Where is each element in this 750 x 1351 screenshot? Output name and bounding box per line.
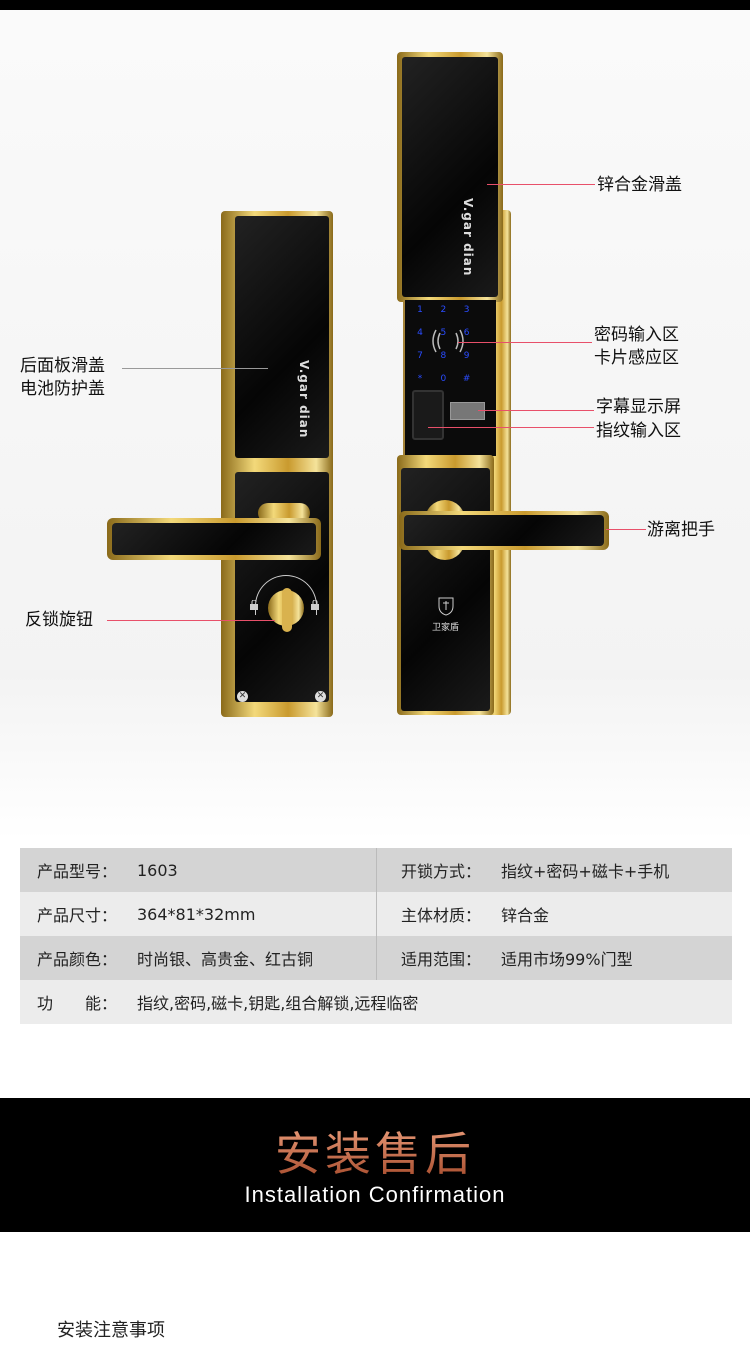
callout-line — [458, 342, 592, 343]
spec-value: 指纹,密码,磁卡,钥匙,组合解锁,远程临密 — [137, 994, 419, 1013]
top-bar — [0, 0, 750, 10]
callout-line — [428, 427, 594, 428]
spec-value: 适用市场99%门型 — [501, 950, 633, 969]
spec-key: 开锁方式： — [401, 862, 482, 881]
label-slide-cover: 锌合金滑盖 — [597, 175, 682, 195]
key[interactable]: 2 — [440, 305, 447, 315]
callout-line — [478, 410, 594, 411]
front-handle-inlay — [404, 515, 604, 546]
spec-value: 指纹+密码+磁卡+手机 — [501, 862, 670, 881]
spec-key: 功 能： — [37, 994, 118, 1013]
logo-text: 卫家盾 — [432, 623, 460, 633]
key[interactable]: 4 — [417, 328, 423, 338]
callout-line — [487, 184, 595, 185]
knob-grip — [282, 588, 292, 632]
label-rear-cover: 后面板滑盖 — [20, 356, 105, 376]
keypad: 1 2 3 4 5 6 7 8 9 * 0 # — [415, 305, 485, 385]
label-card-area: 卡片感应区 — [594, 348, 679, 368]
brand-logo: V.gar dian — [461, 198, 475, 277]
spec-key: 产品尺寸： — [37, 906, 118, 925]
screw-icon: ✕ — [237, 691, 248, 702]
banner-title: 安装售后 — [0, 1126, 750, 1182]
label-fingerprint: 指纹输入区 — [596, 421, 681, 441]
spec-value: 1603 — [137, 860, 178, 880]
table-row: 产品尺寸： 364*81*32mm 主体材质： 锌合金 — [20, 892, 732, 936]
unlock-icon — [250, 600, 258, 610]
spec-key: 产品型号： — [37, 862, 118, 881]
display-screen — [450, 402, 485, 420]
key[interactable]: 1 — [417, 305, 423, 315]
label-knob: 反锁旋钮 — [25, 610, 93, 630]
label-handle: 游离把手 — [647, 520, 715, 540]
table-row: 产品颜色： 时尚银、高贵金、红古铜 适用范围： 适用市场99%门型 — [20, 936, 732, 980]
spec-key: 主体材质： — [401, 906, 482, 925]
callout-line — [606, 529, 646, 530]
label-battery-cover: 电池防护盖 — [20, 379, 105, 399]
banner-subtitle: Installation Confirmation — [244, 1182, 506, 1207]
spec-value: 时尚银、高贵金、红古铜 — [137, 950, 314, 969]
key[interactable]: # — [462, 374, 471, 384]
lock-icon — [311, 600, 319, 610]
key[interactable]: 5 — [440, 328, 447, 338]
callout-line — [107, 620, 275, 621]
spec-value: 364*81*32mm — [137, 904, 256, 924]
table-row: 功 能： 指纹,密码,磁卡,钥匙,组合解锁,远程临密 — [20, 980, 732, 1024]
label-display: 字幕显示屏 — [596, 397, 681, 417]
section-title: 安装注意事项 — [57, 1320, 165, 1341]
table-row: 产品型号： 1603 开锁方式： 指纹+密码+磁卡+手机 — [20, 848, 732, 892]
shield-logo-icon — [438, 597, 454, 616]
spec-key: 产品颜色： — [37, 950, 118, 969]
front-slide-cover[interactable] — [402, 57, 498, 297]
fingerprint-sensor[interactable] — [412, 390, 444, 440]
product-stage — [0, 10, 750, 840]
rear-slide-cover — [235, 216, 329, 458]
key[interactable]: 7 — [417, 351, 423, 361]
key[interactable]: 3 — [463, 305, 470, 315]
key[interactable]: 9 — [463, 351, 470, 361]
spec-value: 锌合金 — [501, 906, 550, 925]
key[interactable]: * — [417, 374, 423, 384]
section-banner: 安装售后 Installation Confirmation — [0, 1098, 750, 1232]
spec-table: 产品型号： 1603 开锁方式： 指纹+密码+磁卡+手机 产品尺寸： 364*81*3… — [20, 848, 732, 1024]
nfc-icon — [432, 329, 464, 353]
key[interactable]: 0 — [440, 374, 447, 384]
key[interactable]: 6 — [463, 328, 470, 338]
spec-key: 适用范围： — [401, 950, 482, 969]
brand-logo: V.gar dian — [297, 360, 311, 439]
callout-line — [122, 368, 268, 369]
rear-handle-inlay — [112, 523, 316, 555]
screw-icon: ✕ — [315, 691, 326, 702]
label-password-area: 密码输入区 — [594, 325, 679, 345]
key[interactable]: 8 — [440, 351, 447, 361]
